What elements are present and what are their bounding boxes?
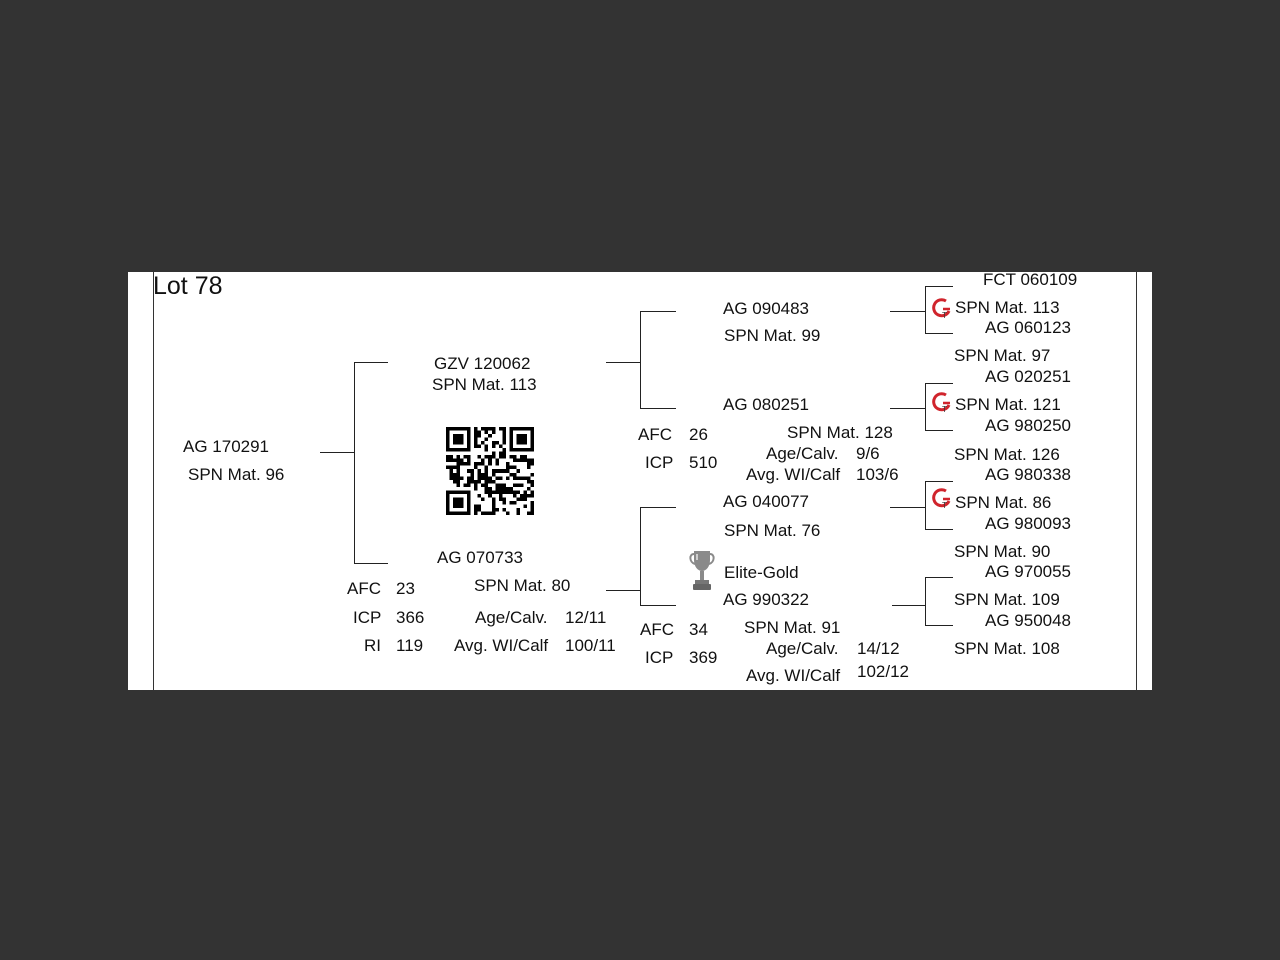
gen3-4-spn: SPN Mat. 126	[954, 445, 1060, 464]
connector	[890, 507, 925, 508]
gen3-2-id: AG 060123	[985, 318, 1072, 337]
dam-dam-age-label: Age/Calv.	[766, 639, 839, 658]
dam-icp-label: ICP	[353, 608, 382, 627]
connector	[925, 625, 953, 626]
sire-dam-icp: 510	[689, 453, 718, 472]
dam-spn: SPN Mat. 80	[474, 576, 571, 595]
connector	[606, 362, 640, 363]
dam-age: 12/11	[565, 608, 607, 627]
sire-dam-afc: 26	[689, 425, 708, 444]
svg-text:T: T	[942, 405, 947, 413]
dam-dam-id: AG 990322	[723, 590, 810, 609]
trophy-icon	[688, 548, 716, 592]
connector	[354, 362, 388, 363]
connector	[925, 333, 953, 334]
connector	[354, 362, 355, 564]
dam-afc-label: AFC	[347, 579, 381, 598]
connector	[640, 507, 641, 606]
connector	[925, 577, 926, 626]
gen3-8-id: AG 950048	[985, 611, 1072, 630]
connector	[925, 529, 953, 530]
sire-dam-avg-label: Avg. WI/Calf	[746, 465, 841, 484]
connector	[925, 383, 953, 384]
gen3-1-id: FCT 060109	[983, 272, 1078, 289]
dam-dam-afc: 34	[689, 620, 708, 639]
gen3-7-spn: SPN Mat. 109	[954, 590, 1060, 609]
connector	[640, 311, 641, 409]
dam-dam-icp-label: ICP	[645, 648, 674, 667]
gen3-4-id: AG 980250	[985, 416, 1072, 435]
dam-afc: 23	[396, 579, 415, 598]
connector	[925, 577, 953, 578]
dam-id: AG 070733	[437, 548, 524, 567]
connector	[925, 481, 953, 482]
gen3-5-spn: SPN Mat. 86	[955, 493, 1052, 512]
dam-dam-award: Elite-Gold	[724, 563, 799, 582]
gen3-3-spn: SPN Mat. 121	[955, 395, 1061, 414]
dam-dam-avg-label: Avg. WI/Calf	[746, 666, 841, 685]
sire-dam-id: AG 080251	[723, 395, 810, 414]
sire-sire-id: AG 090483	[723, 299, 810, 318]
sire-dam-avg: 103/6	[856, 465, 899, 484]
connector	[925, 430, 953, 431]
dam-age-label: Age/Calv.	[475, 608, 548, 627]
sire-dam-age-label: Age/Calv.	[766, 444, 839, 463]
gen3-6-id: AG 980093	[985, 514, 1072, 533]
subject-id: AG 170291	[183, 437, 270, 456]
dam-ri-label: RI	[364, 636, 381, 655]
dam-dam-age: 14/12	[857, 639, 900, 658]
qr-code-icon	[446, 427, 534, 515]
connector	[354, 563, 388, 564]
connector	[640, 311, 676, 312]
gen3-6-spn: SPN Mat. 90	[954, 542, 1051, 561]
connector	[640, 605, 676, 606]
gt-logo-icon: T	[932, 297, 954, 320]
sire-dam-age: 9/6	[856, 444, 880, 463]
connector	[606, 590, 640, 591]
sire-dam-spn: SPN Mat. 128	[787, 423, 893, 442]
connector	[640, 507, 676, 508]
sire-sire-spn: SPN Mat. 99	[724, 326, 821, 345]
connector	[890, 408, 925, 409]
dam-dam-spn: SPN Mat. 91	[744, 618, 841, 637]
dam-avg: 100/11	[565, 636, 616, 655]
connector	[925, 286, 926, 334]
right-margin-line	[1136, 272, 1137, 690]
connector	[892, 605, 925, 606]
gen3-1-spn: SPN Mat. 113	[955, 298, 1060, 317]
pedigree-sheet: Lot 78 AG 170291 SPN Mat. 96 GZV 120062 …	[128, 272, 1152, 690]
dam-sire-id: AG 040077	[723, 492, 810, 511]
gen3-8-spn: SPN Mat. 108	[954, 639, 1060, 658]
connector	[925, 481, 926, 530]
dam-ri: 119	[396, 636, 424, 655]
gen3-3-id: AG 020251	[985, 367, 1072, 386]
dam-dam-icp: 369	[689, 648, 718, 667]
sire-id: GZV 120062	[434, 354, 531, 373]
gt-logo-icon: T	[932, 391, 954, 414]
dam-sire-spn: SPN Mat. 76	[724, 521, 821, 540]
dam-icp: 366	[396, 608, 425, 627]
connector	[925, 286, 953, 287]
connector	[890, 311, 925, 312]
dam-dam-avg: 102/12	[857, 662, 909, 681]
sire-dam-icp-label: ICP	[645, 453, 674, 472]
dam-dam-afc-label: AFC	[640, 620, 674, 639]
connector	[925, 383, 926, 431]
sire-spn: SPN Mat. 113	[432, 375, 537, 394]
left-margin-line	[153, 272, 154, 690]
svg-text:T: T	[942, 311, 947, 319]
sire-dam-afc-label: AFC	[638, 425, 672, 444]
lot-number: Lot 78	[153, 272, 223, 300]
dam-avg-label: Avg. WI/Calf	[454, 636, 549, 655]
subject-spn: SPN Mat. 96	[188, 465, 285, 484]
gen3-7-id: AG 970055	[985, 562, 1072, 581]
gen3-2-spn: SPN Mat. 97	[954, 346, 1051, 365]
svg-text:T: T	[942, 501, 947, 509]
connector	[320, 452, 354, 453]
gt-logo-icon: T	[932, 487, 954, 510]
connector	[640, 408, 676, 409]
gen3-5-id: AG 980338	[985, 465, 1072, 484]
